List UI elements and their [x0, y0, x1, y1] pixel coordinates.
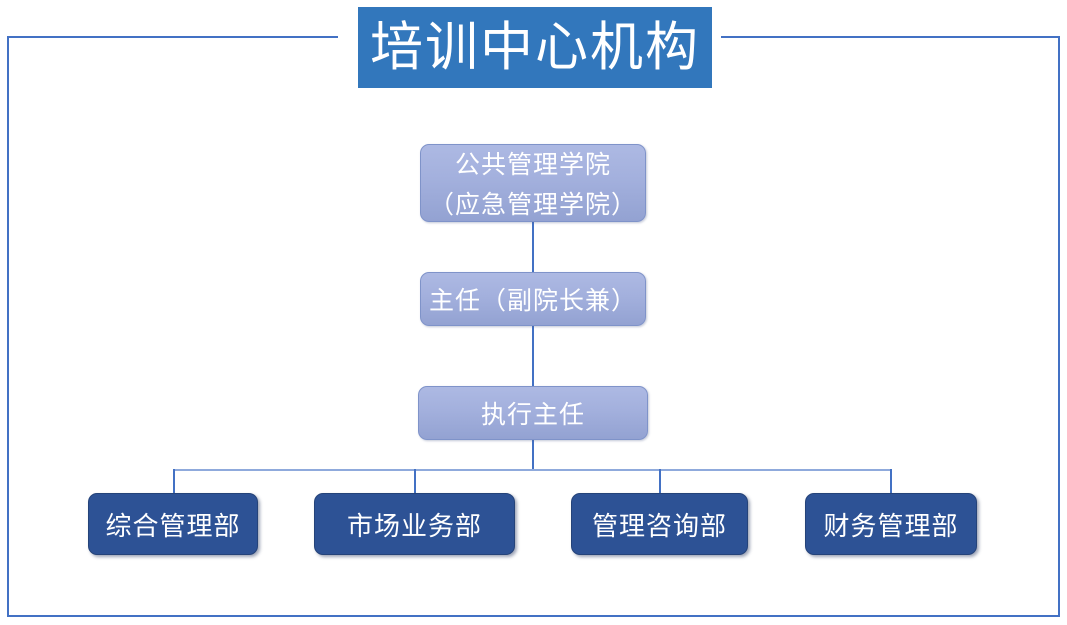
org-node-executive-director[interactable]: 执行主任: [418, 386, 648, 440]
org-node-general-management-dept[interactable]: 综合管理部: [88, 493, 258, 555]
connector-director-to-exec: [532, 326, 534, 386]
org-node-label: 管理咨询部: [591, 511, 727, 541]
org-node-director[interactable]: 主任（副院长兼）: [420, 272, 646, 326]
connector-bus-to-dept-1: [173, 469, 175, 494]
connector-bus-to-dept-3: [659, 469, 661, 494]
connector-bus-to-dept-2: [414, 469, 416, 494]
page-title: 培训中心机构: [370, 17, 700, 78]
org-node-line-2: （应急管理学院）: [428, 192, 637, 219]
frame-border-left: [7, 36, 9, 617]
org-node-line-1: 主任（副院长兼）: [428, 288, 637, 315]
org-node-label: 综合管理部: [105, 511, 241, 541]
frame-border-right: [1058, 36, 1060, 617]
org-node-management-consulting-dept[interactable]: 管理咨询部: [571, 493, 748, 555]
frame-border-bottom: [7, 615, 1060, 617]
org-node-market-business-dept[interactable]: 市场业务部: [314, 493, 515, 555]
frame-border-top-right: [721, 36, 1060, 38]
connector-horizontal-bus: [173, 469, 892, 471]
connector-exec-to-bus: [532, 440, 534, 470]
title-banner: 培训中心机构: [358, 7, 712, 88]
org-node-public-administration-school[interactable]: 公共管理学院 （应急管理学院）: [420, 144, 646, 222]
org-node-line-1: 执行主任: [480, 402, 585, 429]
connector-bus-to-dept-4: [890, 469, 892, 494]
org-node-financial-management-dept[interactable]: 财务管理部: [805, 493, 977, 555]
frame-border-top-left: [7, 36, 338, 38]
connector-root-to-director: [532, 222, 534, 272]
org-node-label: 财务管理部: [823, 511, 959, 541]
org-node-line-1: 公共管理学院: [454, 152, 611, 179]
org-node-label: 市场业务部: [346, 511, 482, 541]
